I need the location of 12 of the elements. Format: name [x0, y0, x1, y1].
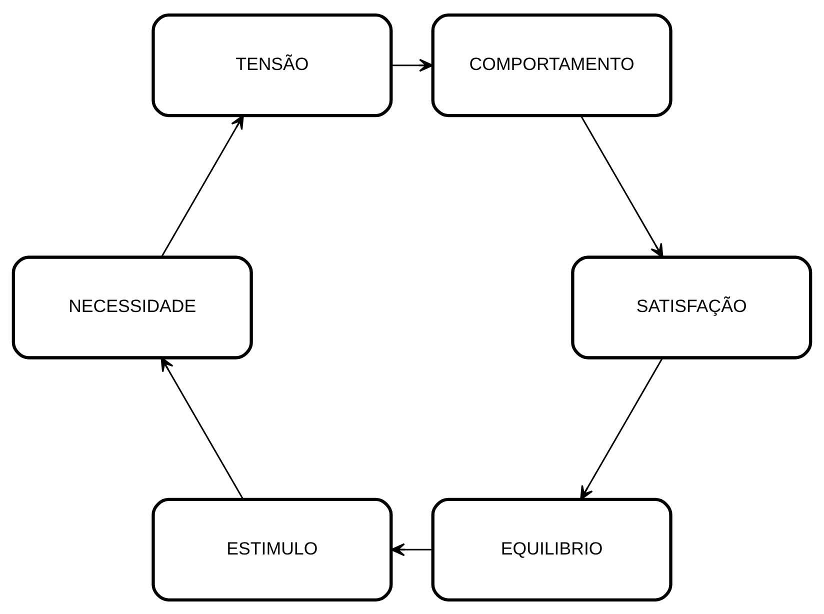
arrow	[580, 115, 664, 258]
arrow	[160, 356, 244, 499]
arrow	[390, 542, 433, 556]
node-box: NECESSIDADE	[12, 255, 253, 359]
node-box: SATISFAÇÃO	[571, 255, 812, 359]
node-box: COMPORTAMENTO	[431, 13, 672, 117]
node-box: ESTIMULO	[152, 497, 393, 601]
node-box: EQUILIBRIO	[431, 497, 672, 601]
node-box: TENSÃO	[152, 13, 393, 117]
arrow	[161, 114, 244, 257]
arrow	[391, 58, 434, 72]
arrow	[580, 357, 663, 500]
